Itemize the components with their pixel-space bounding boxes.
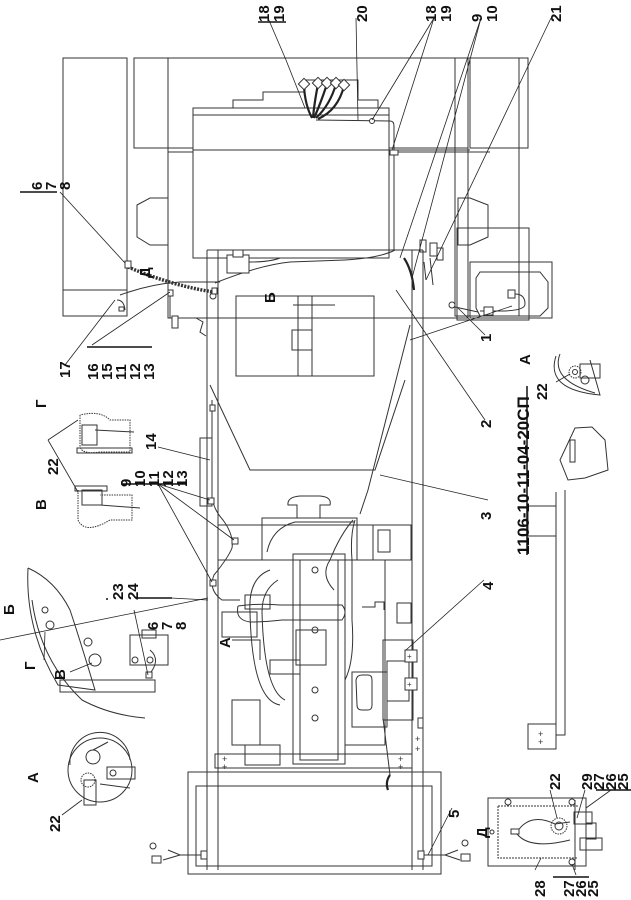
view-label-V: В xyxy=(33,499,50,510)
callout-21: 21 xyxy=(548,5,565,22)
callout-18: 18 xyxy=(256,5,273,22)
callout-10: 10 xyxy=(132,470,149,487)
view-label-A: А xyxy=(517,354,534,365)
callout-4: 4 xyxy=(480,581,497,590)
detail-view-A-left xyxy=(67,731,136,806)
callout-20: 20 xyxy=(354,5,371,22)
harness-band xyxy=(116,249,396,337)
view-ref-A: А xyxy=(217,637,234,648)
svg-text:+: + xyxy=(222,762,227,772)
callout-8: 8 xyxy=(57,182,74,190)
callout-2: 2 xyxy=(478,420,495,428)
callout-10: 10 xyxy=(484,5,501,22)
svg-text:+: + xyxy=(538,729,543,739)
callout-25: 25 xyxy=(615,773,631,790)
radiator-block xyxy=(192,79,470,259)
svg-text:+: + xyxy=(415,744,420,754)
detail-misc-right: + + xyxy=(527,426,609,750)
callout-16: 16 xyxy=(85,363,102,380)
callout-22: 22 xyxy=(534,383,551,400)
view-ref-D: Д xyxy=(137,267,154,278)
callout-29: 29 xyxy=(579,773,596,790)
callout-5: 5 xyxy=(446,810,463,818)
callout-26: 26 xyxy=(573,880,590,897)
document-number: 1106-10-11-04-20СП xyxy=(514,396,533,555)
callout-14: 14 xyxy=(143,433,160,450)
callout-11: 11 xyxy=(146,471,163,487)
callout-22: 22 xyxy=(47,815,64,832)
svg-text:+: + xyxy=(398,762,403,772)
svg-text:+: + xyxy=(398,754,403,764)
callout-24: 24 xyxy=(125,583,142,600)
callout-1: 1 xyxy=(478,334,495,342)
callout-13: 13 xyxy=(174,470,191,487)
callout-3: 3 xyxy=(478,512,495,520)
bottom-cables xyxy=(149,839,471,864)
callout-6: 6 xyxy=(145,622,162,630)
callout-28: 28 xyxy=(532,880,549,897)
engine xyxy=(217,495,412,766)
callout-7: 7 xyxy=(159,622,176,630)
callout-12: 12 xyxy=(160,470,177,487)
connectors-right xyxy=(403,239,444,291)
callout-27: 27 xyxy=(591,773,608,790)
detail-view-D xyxy=(487,797,603,870)
detail-view-B xyxy=(27,567,169,719)
svg-text:+: + xyxy=(538,737,543,747)
starter-block: + + + + xyxy=(382,602,424,754)
cab-floor xyxy=(199,295,406,507)
callout-7: 7 xyxy=(43,182,60,190)
callout-13: 13 xyxy=(141,363,158,380)
callout-12: 12 xyxy=(127,363,144,380)
callout-15: 15 xyxy=(99,363,116,380)
callout-9: 9 xyxy=(118,479,135,487)
callout-26: 26 xyxy=(603,773,620,790)
svg-text:+: + xyxy=(407,680,412,689)
callout-8: 8 xyxy=(173,622,190,630)
connector-cluster-top xyxy=(297,76,399,250)
svg-text:+: + xyxy=(415,734,420,744)
callout-27: 27 xyxy=(561,880,578,897)
svg-text:+: + xyxy=(407,652,412,661)
detail-view-A-right xyxy=(553,353,601,396)
callout-6: 6 xyxy=(29,182,46,190)
callout-22: 22 xyxy=(547,773,564,790)
heater-unit xyxy=(448,227,553,321)
engine-wiring xyxy=(207,324,411,791)
view-label-B: Б xyxy=(1,604,18,615)
callout-18: 18 xyxy=(423,5,440,22)
detail-view-G xyxy=(76,412,135,454)
view-label-A-left: А xyxy=(25,772,42,783)
callout-25: 25 xyxy=(585,880,602,897)
callout-23: 23 xyxy=(110,583,127,600)
view-label-G: Г xyxy=(33,399,50,408)
callout-19: 19 xyxy=(438,5,455,22)
leader-lines xyxy=(0,17,612,876)
callout-19: 19 xyxy=(271,5,288,22)
callout-9: 9 xyxy=(469,14,486,22)
detail-ref-V: В xyxy=(52,669,69,680)
callout-17: 17 xyxy=(57,361,74,378)
callout-11: 11 xyxy=(113,364,130,380)
detail-ref-G: Г xyxy=(22,661,39,670)
view-label-D: Д xyxy=(474,827,491,838)
view-ref-B: Б xyxy=(262,292,279,303)
callout-22: 22 xyxy=(45,458,62,475)
svg-text:+: + xyxy=(222,754,227,764)
detail-view-V xyxy=(74,485,141,528)
